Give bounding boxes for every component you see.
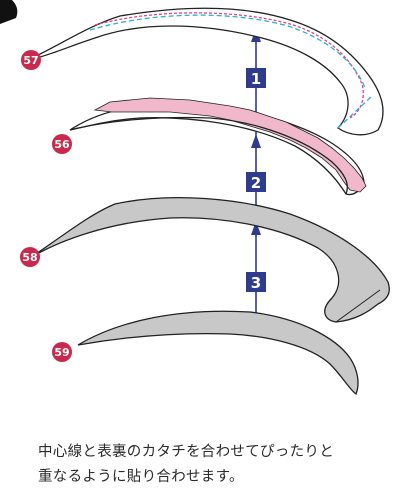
step-badge-3: 3 xyxy=(246,272,266,292)
part-label-58: 58 xyxy=(22,251,37,264)
step-badge-1-box xyxy=(246,68,266,88)
step-label-3: 3 xyxy=(251,274,261,292)
part-badge-57: 57 xyxy=(21,50,41,70)
part-58-piece xyxy=(29,197,390,323)
part-56-pink-teeth xyxy=(93,97,367,193)
step-badge-2-box xyxy=(246,172,266,192)
step-badge-3-box xyxy=(246,272,266,292)
up-arrow-icon xyxy=(251,221,261,235)
part-59-piece xyxy=(77,310,359,395)
part-56-piece xyxy=(69,97,367,196)
step-badge-2: 2 xyxy=(246,172,266,192)
step-label-2: 2 xyxy=(251,174,261,192)
part-badge-59: 59 xyxy=(52,342,72,362)
part-57-cyan-contour xyxy=(89,14,366,89)
part-badge-58: 58 xyxy=(20,247,40,267)
up-arrow-icon xyxy=(251,134,261,148)
caption-line-2: 重なるように貼り合わせます。 xyxy=(38,469,244,485)
part-57-pink-contour xyxy=(94,12,364,119)
part-badge-58-circle xyxy=(20,247,40,267)
part-label-56: 56 xyxy=(54,138,70,151)
corner-step-marker xyxy=(0,0,18,24)
step-label-1: 1 xyxy=(251,70,261,88)
part-57-piece xyxy=(27,7,384,136)
part-label-57: 57 xyxy=(23,54,38,67)
part-label-59: 59 xyxy=(54,346,69,359)
part-badge-56-circle xyxy=(52,134,72,154)
part-badge-59-circle xyxy=(52,342,72,362)
part-badge-56: 56 xyxy=(52,134,72,154)
part-badge-57-circle xyxy=(21,50,41,70)
step-badge-1: 1 xyxy=(246,68,266,88)
instruction-caption: 中心線と表裏のカタチを合わせてぴったりと 重なるように貼り合わせます。 xyxy=(38,440,408,490)
caption-line-1: 中心線と表裏のカタチを合わせてぴったりと xyxy=(38,444,334,460)
